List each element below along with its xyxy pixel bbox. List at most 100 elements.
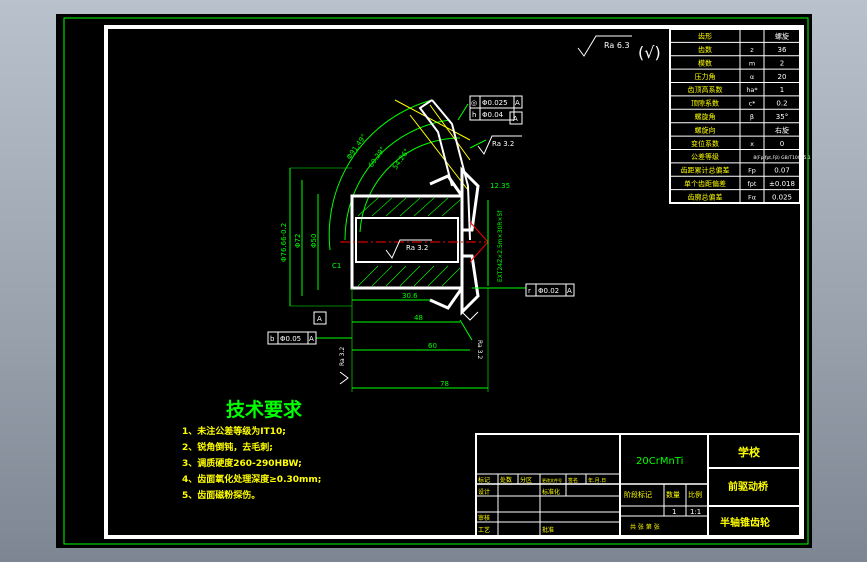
svg-text:Ra 3.2: Ra 3.2: [476, 340, 483, 359]
svg-text:Φ0.05: Φ0.05: [280, 335, 301, 343]
svg-text:◎: ◎: [471, 99, 477, 107]
svg-text:审核: 审核: [478, 514, 490, 522]
outer-border: [63, 17, 809, 545]
tolerance-frame-bore: b Φ0.05 A: [267, 331, 317, 345]
tech-item-2: 2、锐角倒钝，去毛刺;: [182, 441, 273, 453]
param-name: 齿数: [698, 45, 712, 54]
material: 20CrMnTi: [636, 456, 683, 467]
param-value: 0: [780, 140, 784, 148]
param-name: 顶隙系数: [691, 99, 719, 108]
arc-dim-1: [328, 99, 433, 251]
technical-requirements: 技术要求 1、未注公差等级为IT10; 2、锐角倒钝，去毛刺; 3、调质硬度26…: [182, 398, 321, 501]
param-symbol: fpt: [748, 180, 757, 188]
param-name: 压力角: [695, 72, 716, 81]
param-name: 螺旋角: [695, 112, 716, 121]
param-value: 2: [780, 59, 784, 67]
svg-text:b: b: [270, 335, 275, 343]
param-value: 36: [778, 46, 787, 54]
tech-item-5: 5、齿面磁粉探伤。: [182, 489, 260, 501]
param-name: 公差等级: [691, 152, 719, 161]
svg-text:工艺: 工艺: [478, 526, 490, 534]
quantity-value: 1: [672, 508, 676, 516]
param-value: 右旋: [775, 125, 789, 134]
param-value: ±0.018: [769, 180, 795, 188]
stage-label: 阶段标记: [624, 490, 652, 499]
scale-label: 比例: [688, 490, 702, 499]
svg-text:Φ0.025: Φ0.025: [482, 99, 508, 107]
svg-text:Φ0.04: Φ0.04: [482, 111, 504, 119]
tolerance-frame-coax: ◎ Φ0.025 A h Φ0.04: [469, 95, 523, 121]
section-hatch: [357, 197, 461, 287]
dim-length-4: 78: [440, 380, 449, 388]
param-symbol: x: [750, 140, 754, 148]
param-name: 螺旋向: [695, 125, 716, 134]
svg-text:Ra 3.2: Ra 3.2: [339, 347, 346, 366]
param-value: 8(Fp,fpt,Fβ) GB/T10095.1: [753, 155, 810, 161]
svg-text:h: h: [472, 111, 476, 119]
param-value: 35°: [776, 113, 788, 121]
param-name: 齿顶高系数: [688, 85, 723, 94]
param-symbol: c*: [749, 100, 757, 108]
svg-text:设计: 设计: [478, 488, 490, 496]
finish-symbol: (√): [638, 43, 661, 62]
dim-hub-dia: Φ72: [294, 234, 302, 248]
param-symbol: Fα: [748, 193, 756, 201]
param-value: 0.07: [774, 167, 790, 175]
svg-text:A: A: [515, 99, 520, 107]
dim-chamfer: C1: [332, 262, 341, 270]
tech-item-4: 4、齿面氧化处理深度≥0.30mm;: [182, 473, 321, 485]
sheet-count: 共 张 第 张: [630, 523, 660, 531]
param-symbol: z: [750, 46, 754, 54]
param-name: 齿廓总偏差: [688, 192, 723, 201]
svg-text:A: A: [309, 335, 314, 343]
inner-frame: [104, 25, 804, 539]
gear-section-view: [289, 99, 526, 392]
svg-text:签名: 签名: [568, 477, 578, 484]
svg-text:更改文件号: 更改文件号: [542, 477, 562, 483]
param-value: 1: [780, 86, 784, 94]
svg-text:A: A: [567, 287, 572, 295]
datum-boxes: A A: [313, 111, 523, 325]
param-name: 变位系数: [691, 139, 719, 148]
param-symbol: α: [750, 73, 754, 81]
svg-text:年.月.日: 年.月.日: [588, 477, 606, 484]
svg-text:批准: 批准: [542, 526, 554, 534]
tech-title: 技术要求: [226, 398, 303, 421]
param-value: 0.025: [772, 193, 792, 201]
param-name: 模数: [698, 58, 712, 67]
param-name: 单个齿距偏差: [684, 179, 726, 188]
svg-text:r: r: [528, 287, 531, 295]
arc-dim-2: [344, 119, 451, 241]
svg-text:处数: 处数: [500, 476, 512, 484]
svg-text:A: A: [513, 115, 518, 123]
tech-item-3: 3、调质硬度260-290HBW;: [182, 457, 302, 469]
quantity-label: 数量: [666, 490, 680, 499]
dim-length-1: 30.6: [402, 292, 418, 300]
title-block: 20CrMnTi 学校 前驱动桥 半轴锥齿轮 阶段标记 数量 比例 1 1:1 …: [475, 433, 801, 537]
project-name: 前驱动桥: [728, 480, 769, 493]
param-name: 齿距累计总偏差: [681, 166, 730, 175]
param-value: 20: [778, 73, 787, 81]
dim-bore-dia: Φ50: [310, 234, 318, 248]
svg-text:Ra 3.2: Ra 3.2: [492, 140, 514, 148]
school-name: 学校: [738, 445, 761, 459]
svg-text:Ra 3.2: Ra 3.2: [406, 244, 428, 252]
svg-text:标准化: 标准化: [542, 488, 560, 496]
param-symbol: β: [750, 113, 754, 121]
tolerance-frame-runout: r Φ0.02 A: [525, 283, 575, 297]
finish-value: Ra 6.3: [604, 41, 630, 50]
part-name: 半轴锥齿轮: [720, 516, 770, 529]
roughness-symbols: Ra 3.2 Ra 3.2 Ra 3.2 Ra 3.2: [339, 135, 522, 385]
surface-finish-note: Ra 6.3 (√): [577, 35, 661, 62]
dim-spline: EXT24Z×2.5m×30R×5f: [497, 210, 504, 282]
svg-text:A: A: [317, 315, 322, 323]
param-symbol: Fp: [748, 167, 756, 175]
svg-text:标记: 标记: [478, 476, 490, 484]
bore-outline: [355, 217, 459, 263]
param-symbol: ha*: [746, 86, 758, 94]
param-symbol: m: [749, 59, 755, 67]
param-name: 齿形: [698, 33, 712, 41]
dim-length-3: 60: [428, 342, 437, 350]
svg-text:分区: 分区: [520, 476, 532, 484]
